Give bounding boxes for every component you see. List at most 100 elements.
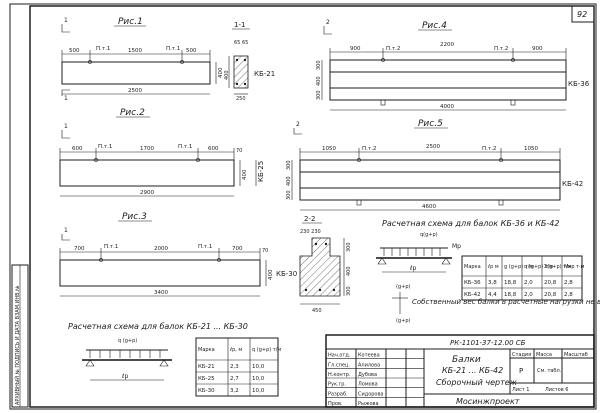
section1-dims-top: 65 65 [234,40,248,46]
table-big-cell: 4,4 [488,292,497,298]
mass-label: Масса [536,352,552,358]
fig3-dim-total: 3400 [154,290,168,296]
fig4-label: Рис.4 [422,21,447,31]
fig1-beam-view: Рис.1 1 1 500 1500 500 П.т.1 П.т.1 400 2… [61,17,275,102]
rebar-dot [324,242,328,246]
signature-name: Рыжова [358,401,379,407]
scale-label: Масштаб [564,352,588,358]
rebar-dot [314,242,318,246]
fig4-lifting-loop [381,58,385,62]
side-stamp-text: АРХИВНЫЙ № ПОДПИСЬ И ДАТА ВЗАМ.ИНВ.№ [14,285,21,405]
fig1-beam-outline [61,61,211,85]
fig4-dim-total: 4000 [440,104,454,110]
fig4-lifting-loop [511,58,515,62]
fig3-dim-height: 400 [268,269,274,280]
fig4-dim-h1: 300 [316,60,322,70]
fig2-lifting-loop [94,158,98,162]
fig5-embed-plate [356,199,362,206]
fig3-dim-c: 700 [232,246,243,252]
scheme-big-load-bottom: (g+p) [396,318,410,324]
table-small-cell: 10,0 [252,388,265,394]
fig4-section-mark-top: 2 [326,19,330,26]
fig3-mark-right: П.т.1 [198,244,212,250]
fig4-beam-view: Рис.4 2 900 2200 900 П.т.2 П.т.2 300 400… [316,19,590,111]
fig1-section-mark-bottom: 1 [64,95,68,102]
title-line-3: Сборочный чертеж [436,378,518,387]
scheme-small-support-right [159,359,169,367]
stage-value: Р [519,367,523,375]
scheme-small-span: ℓp [121,373,128,380]
table-big-cell: 20,8 [544,280,557,286]
stage-label: Стадия [512,352,531,358]
fig1-mark-left: П.т.1 [96,46,110,52]
signature-name: Котеева [358,353,380,359]
table-big-cell: 2,8 [564,280,573,286]
fig2-section-mark-top: 1 [64,123,68,130]
rebar-dot [235,82,239,86]
table-big-cell: 2,0 [524,280,533,286]
scheme-kb21-kb30: Расчетная схема для балок КБ-21 ... КБ-3… [68,322,248,381]
title-block-frame [325,334,595,408]
fig2-dim-cap: 70 [236,148,242,154]
fig3-section-mark-top: 1 [64,227,68,234]
fig5-lifting-loop [357,158,361,162]
fig1-section-arrow-top [61,24,70,33]
fig3-beam-outline [59,259,261,287]
fig4-dim-c: 900 [532,46,543,52]
section2-view: 2-2 230 230 300 400 300 450 [299,215,352,314]
signature-name: Ломова [358,382,378,388]
table-small-cell: КБ-25 [198,376,215,382]
table-big-header: Σ(g+p) т/м [544,264,572,270]
signature-role: Рук.гр. [328,382,346,388]
section2-dim-bottom: 450 [312,308,322,314]
fig1-dim-c: 500 [186,48,197,54]
fig4-dim-b: 2200 [440,42,454,48]
rebar-dot [235,58,239,62]
fig1-beam-name: КБ-21 [254,70,275,78]
scheme-big-load-left: (g+p) [396,284,410,290]
table-small-header: ℓp, м [229,347,242,353]
scheme-small-load-label: q (g+p) [118,338,137,344]
fig2-mark-right: П.т.1 [178,144,192,150]
scheme-small-load-arrows [89,350,161,358]
table-small-cell: 10,0 [252,376,265,382]
fig2-mark-left: П.т.1 [98,144,112,150]
fig5-dim-h3: 300 [286,190,292,200]
fig2-lifting-loop [196,158,200,162]
fig4-embed-plate [380,99,386,106]
fig3-beam-name: КБ-30 [276,270,297,278]
fig1-lifting-loop [180,60,184,64]
signature-role: Пров. [328,401,343,407]
fig5-dim-h1: 300 [286,160,292,170]
fig5-lifting-loop [499,158,503,162]
fig1-label: Рис.1 [118,17,143,27]
section1-hatched-profile [233,55,249,89]
fig1-dim-b: 1500 [128,48,142,54]
fig3-dim-b: 2000 [154,246,168,252]
fig5-embed-plate [498,199,504,206]
fig3-dim-cap: 70 [262,248,268,254]
scheme-big-load-label: q(g+p) [420,232,438,238]
table-small-cell: КБ-30 [198,388,215,394]
table-small-cell: КБ-21 [198,364,215,370]
scheme-small-support-left [85,359,95,367]
fig2-dim-total: 2900 [140,190,154,196]
fig1-lifting-loop [88,60,92,64]
fig4-section-arrow-top [323,26,332,35]
fig5-dim-h2: 400 [286,176,292,186]
fig5-dim-c: 1050 [524,146,538,152]
title-line-2: КБ-21 ... КБ-42 [442,366,503,375]
sheet-number: 92 [577,10,587,19]
fig2-label: Рис.2 [120,108,145,118]
section2-hatched-profile [299,237,341,297]
fig3-beam-view: Рис.3 1 700 2000 700 П.т.1 П.т.1 400 70 … [59,212,297,297]
section2-dim-h2: 400 [346,266,352,276]
section2-dim-h3: 300 [346,286,352,296]
fig3-lifting-loop [99,258,103,262]
fig5-mark-left: П.т.2 [362,146,376,152]
table-big-header: Mкр т·м [564,264,585,270]
fig3-label: Рис.3 [122,212,147,222]
table-big-cell: 18,8 [504,280,517,286]
table-small-cell: 3,2 [230,388,239,394]
